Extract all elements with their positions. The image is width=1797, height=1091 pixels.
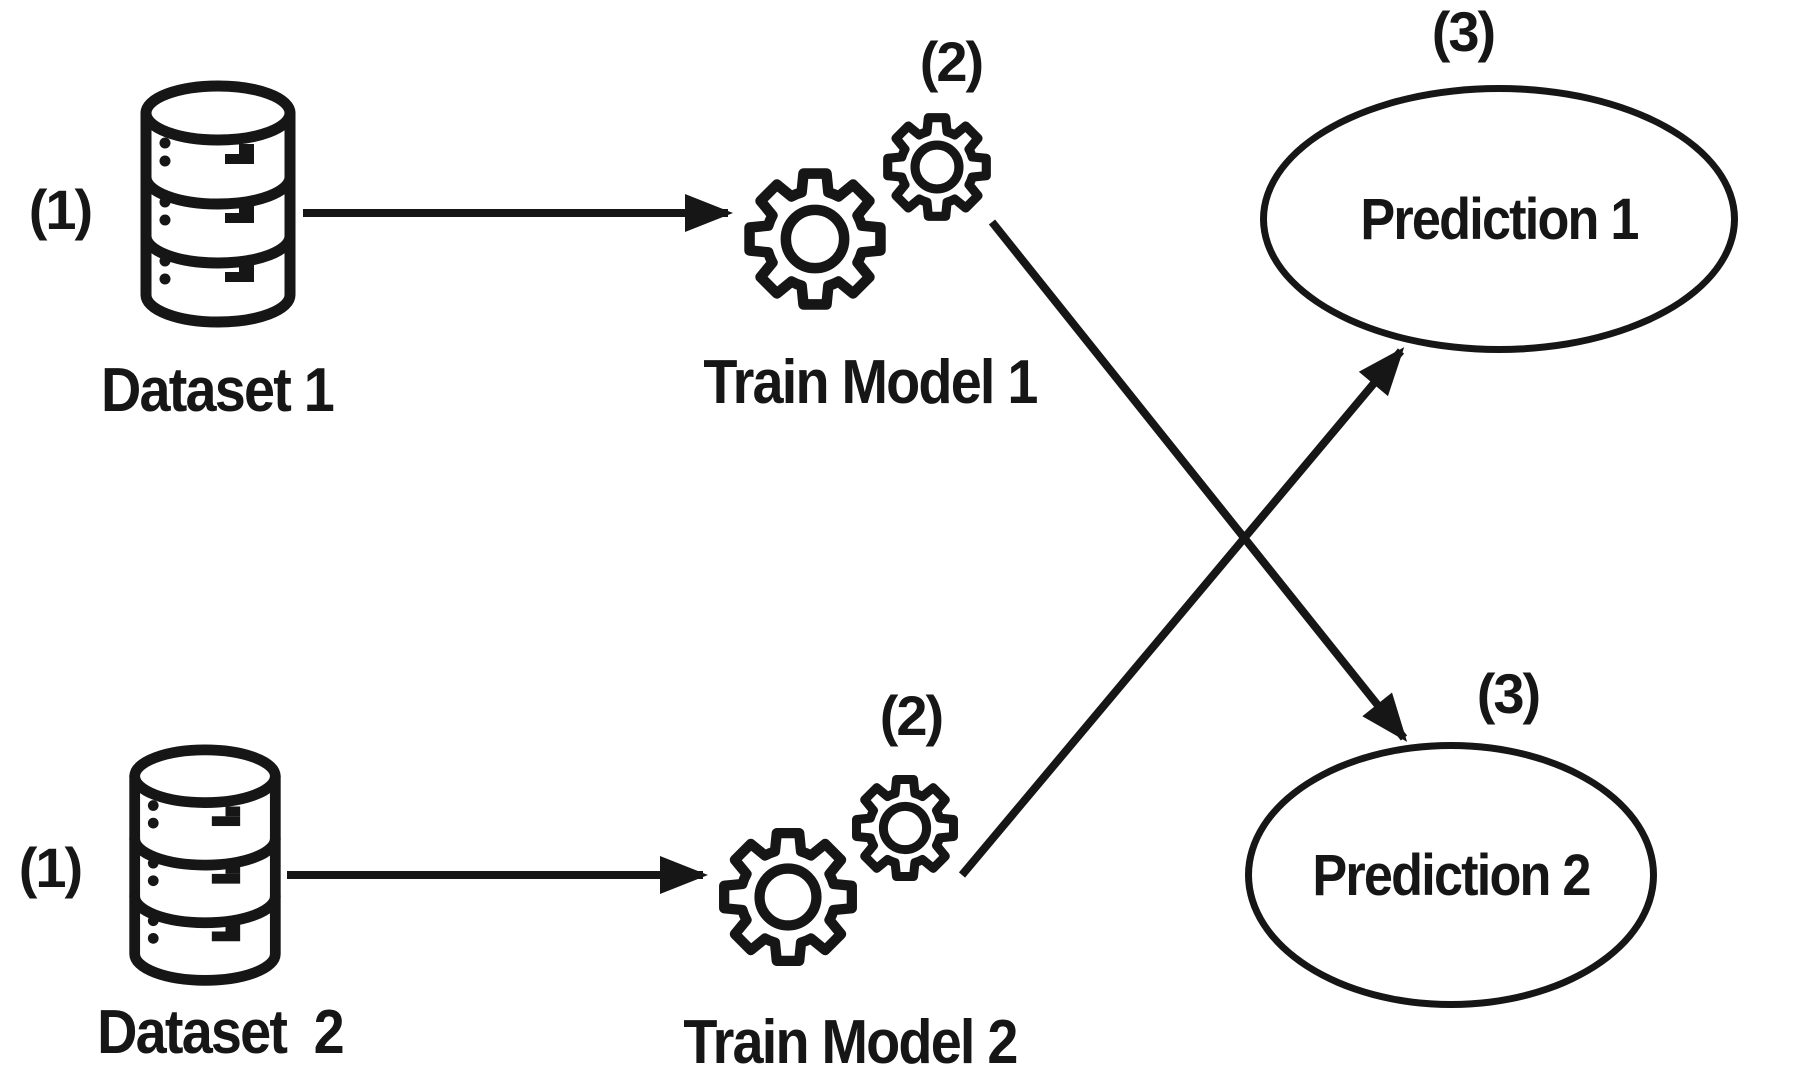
prediction2-label: Prediction 2 (1312, 842, 1591, 908)
step-label-prediction1: (3) (1431, 0, 1496, 63)
edge-train2-to-prediction1 (958, 347, 1405, 878)
gear-icon-small (852, 775, 958, 881)
database-icon (129, 744, 281, 986)
gear-icon-large (719, 828, 857, 966)
database-icon (140, 80, 296, 328)
caption-train1: Train Model 1 (703, 348, 1038, 417)
prediction2-node: Prediction 2 (1245, 742, 1657, 1008)
step-label-dataset2: (1) (18, 836, 83, 899)
caption-dataset2: Dataset 2 (97, 998, 344, 1067)
step-label-dataset1: (1) (28, 178, 93, 241)
gear-icon-large (744, 168, 886, 310)
step-label-prediction2: (3) (1476, 662, 1541, 725)
step-label-train2: (2) (879, 684, 944, 747)
prediction1-node: Prediction 1 (1260, 85, 1738, 353)
prediction1-label: Prediction 1 (1360, 186, 1639, 252)
edge-train1-to-prediction2 (988, 219, 1408, 742)
gear-icon-small (883, 113, 991, 221)
caption-dataset1: Dataset 1 (101, 356, 335, 425)
caption-train2: Train Model 2 (683, 1008, 1018, 1077)
step-label-train1: (2) (919, 30, 984, 93)
